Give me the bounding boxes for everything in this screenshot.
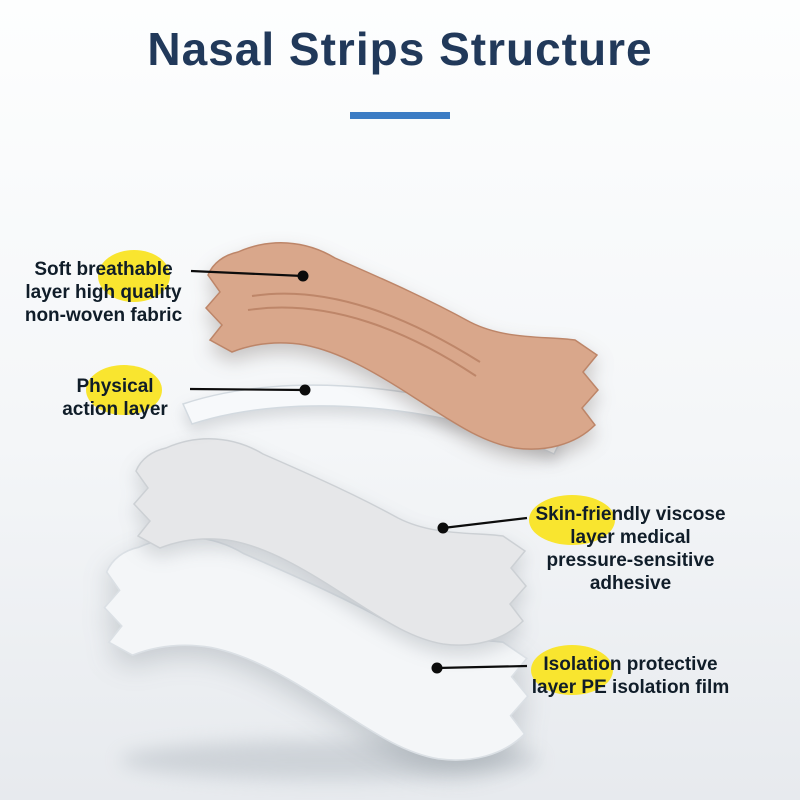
title-divider — [350, 112, 450, 119]
page-title: Nasal Strips Structure — [147, 23, 653, 75]
highlight-ellipse — [98, 250, 170, 302]
callout-text-line: Skin-friendly viscose — [535, 504, 726, 525]
callout-text-line: Physical — [76, 376, 154, 397]
connector-dot-3 — [437, 522, 449, 534]
callout-text-line: Soft breathable — [34, 259, 173, 280]
callout-skin-friendly-adhesive: Skin-friendly viscose layer medical pres… — [523, 495, 738, 595]
connector-line-1 — [190, 269, 304, 278]
fabric-seam-line-2 — [247, 306, 477, 377]
highlight-ellipse — [529, 495, 615, 545]
callout-text-line: layer high quality — [25, 282, 182, 303]
callout-text-line: pressure-sensitive — [546, 550, 715, 571]
callout-text-line: adhesive — [589, 573, 672, 594]
highlight-ellipse — [86, 365, 162, 415]
callout-text-line: Isolation protective — [543, 654, 718, 675]
callout-soft-breathable: Soft breathable layer high quality non-w… — [16, 250, 191, 327]
callout-connectors — [189, 269, 528, 674]
highlight-ellipse — [531, 645, 613, 695]
fabric-seam-line-1 — [251, 292, 481, 363]
connector-line-4 — [436, 664, 528, 670]
connector-dot-4 — [431, 662, 443, 674]
callout-text-line: action layer — [62, 399, 168, 420]
connector-line-2 — [189, 387, 306, 392]
skin-friendly-adhesive-layer — [132, 438, 527, 646]
connector-dot-1 — [297, 270, 309, 282]
callout-text-line: layer PE isolation film — [531, 677, 730, 698]
pe-isolation-film-layer — [103, 536, 529, 761]
callout-physical-action: Physical action layer — [40, 365, 190, 421]
callout-isolation-protective: Isolation protective layer PE isolation … — [523, 645, 738, 699]
callout-text-line: layer medical — [570, 527, 691, 548]
connector-line-3 — [442, 516, 528, 530]
connector-dot-2 — [299, 384, 311, 396]
callout-text-line: non-woven fabric — [24, 305, 183, 326]
